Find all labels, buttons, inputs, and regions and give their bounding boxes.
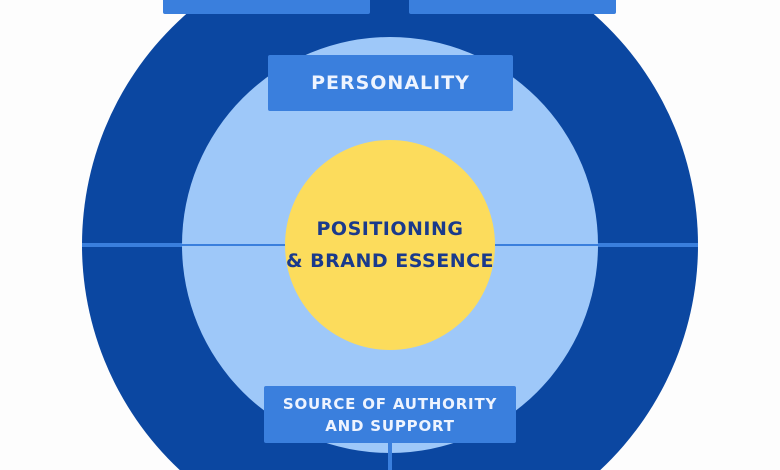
- top-right-label-box: [409, 0, 616, 14]
- source-line2: AND SUPPORT: [325, 416, 455, 435]
- personality-text: PERSONALITY: [311, 72, 470, 94]
- source-line1: SOURCE OF AUTHORITY: [282, 394, 498, 413]
- top-left-label-box: [163, 0, 370, 14]
- core-label: POSITIONING & BRAND ESSENCE: [285, 200, 495, 290]
- source-of-authority-label: SOURCE OF AUTHORITY AND SUPPORT: [264, 386, 516, 443]
- core-label-line1: POSITIONING: [316, 218, 464, 240]
- personality-label: PERSONALITY: [268, 55, 513, 111]
- core-circle: [285, 140, 495, 350]
- core-label-line2: & BRAND ESSENCE: [285, 250, 495, 272]
